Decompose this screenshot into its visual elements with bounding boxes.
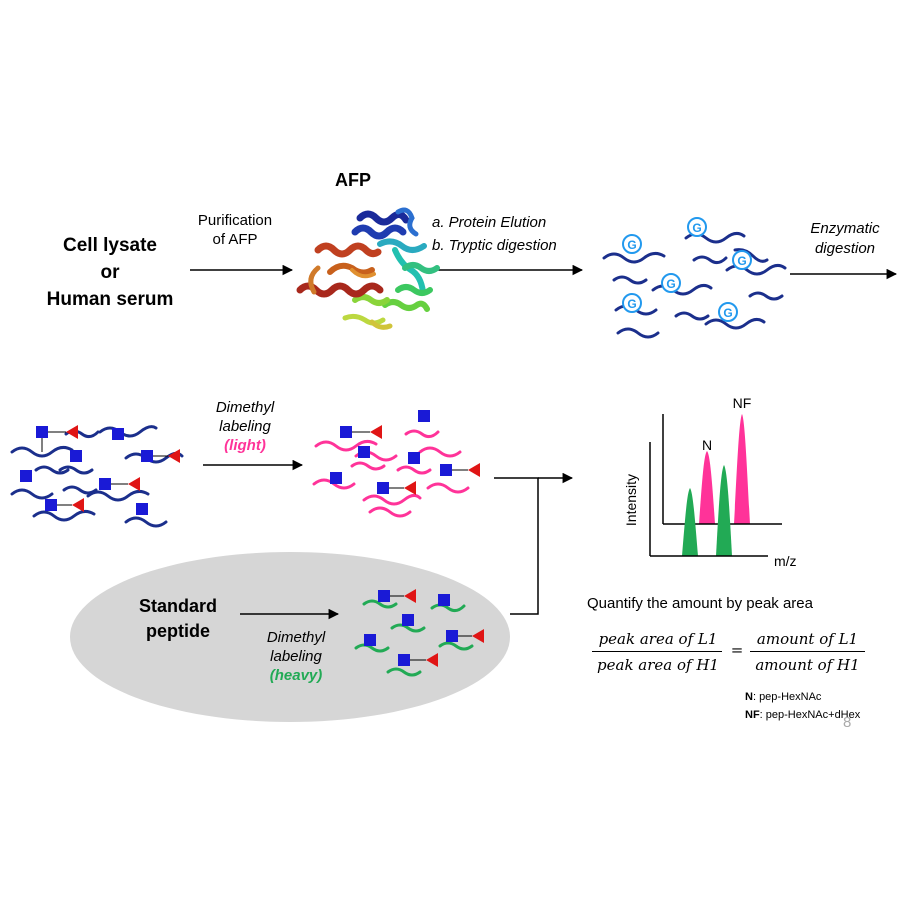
glycopeptides-light xyxy=(312,429,470,518)
purification-line1: Purification xyxy=(197,212,273,229)
equation-numerator-right: amount of L1 xyxy=(756,630,859,648)
quantify-title: Quantify the amount by peak area xyxy=(587,595,813,612)
legend-text-nf: : pep-HexNAc+dHex xyxy=(759,709,861,721)
glyco-markers: G G G G G G xyxy=(622,217,752,322)
peak-nf-light xyxy=(734,414,750,524)
peak-n-light xyxy=(699,451,715,524)
legend-row-n: N: pep-HexNAc xyxy=(745,688,860,706)
glyco-marker-icon: G xyxy=(732,250,752,270)
light-labeling-line1: Dimethyl xyxy=(215,399,275,416)
fraction-bar-left xyxy=(592,651,722,652)
sample-source-label: Cell lysate or Human serum xyxy=(30,232,190,313)
equation-numerator-left: peak area of L1 xyxy=(598,630,718,648)
heavy-labeling-line3: (heavy) xyxy=(269,667,323,684)
glyco-marker-icon: G xyxy=(687,217,707,237)
peak-nf-label: NF xyxy=(733,395,752,411)
light-labeling-label: Dimethyl labeling (light) xyxy=(185,398,305,455)
light-labeling-line3: (light) xyxy=(224,437,266,454)
purification-step-label: Purification of AFP xyxy=(180,211,290,249)
equation-denominator-left: peak area of H1 xyxy=(597,656,719,674)
glyco-marker-label: G xyxy=(737,254,746,268)
legend-key-n: N xyxy=(745,691,753,703)
light-labeling-line2: labeling xyxy=(219,418,271,435)
glyco-marker-label: G xyxy=(627,297,636,311)
standard-line2: peptide xyxy=(145,621,210,641)
legend-text-n: : pep-HexNAc xyxy=(752,691,822,703)
glyco-marker-label: G xyxy=(627,238,636,252)
glyco-marker-label: G xyxy=(723,306,732,320)
fraction-bar-right xyxy=(750,651,865,652)
afp-protein-structure xyxy=(296,207,440,330)
elution-line1: a. Protein Elution xyxy=(432,214,547,231)
legend-row-nf: NF: pep-HexNAc+dHex xyxy=(745,706,860,724)
glycans-heavy xyxy=(364,589,484,667)
afp-title: AFP xyxy=(335,170,371,190)
heavy-labeling-line1: Dimethyl xyxy=(266,629,326,646)
enzymatic-digestion-label: Enzymatic digestion xyxy=(790,219,900,259)
sample-source-line2: or xyxy=(100,262,120,283)
heavy-labeling-line2: labeling xyxy=(270,648,322,665)
peak-n-label: N xyxy=(702,437,712,453)
equation-denominator-right: amount of H1 xyxy=(755,656,860,674)
glyco-marker-icon: G xyxy=(718,302,738,322)
enzymatic-line2: digestion xyxy=(814,240,876,257)
enzymatic-line1: Enzymatic xyxy=(810,220,880,237)
legend-key-nf: NF xyxy=(745,709,760,721)
standard-peptide-label: Standard peptide xyxy=(118,594,238,644)
glyco-marker-icon: G xyxy=(622,293,642,313)
sample-source-line1: Cell lysate xyxy=(63,235,157,256)
glyco-marker-label: G xyxy=(666,277,675,291)
page-number: 8 xyxy=(843,714,852,731)
glycopeptides-unlabeled xyxy=(10,425,184,528)
purification-line2: of AFP xyxy=(212,231,258,248)
peak-nf-heavy xyxy=(716,465,732,556)
glycans-light xyxy=(330,410,480,495)
glyco-marker-icon: G xyxy=(661,273,681,293)
peak-legend: N: pep-HexNAc NF: pep-HexNAc+dHex xyxy=(745,688,860,724)
standard-peptide-background xyxy=(70,552,510,722)
heavy-labeling-label: Dimethyl labeling (heavy) xyxy=(248,628,344,685)
elution-line2: b. Tryptic digestion xyxy=(432,237,557,254)
elution-digestion-label: a. Protein Elution b. Tryptic digestion xyxy=(432,211,557,257)
standard-line1: Standard xyxy=(138,596,217,616)
mass-spectrum: N NF Intensity m/z xyxy=(623,395,797,569)
glycopeptides-heavy xyxy=(354,599,474,677)
glycans-unlabeled xyxy=(20,425,180,515)
equation-equals-sign: = xyxy=(730,641,744,659)
mz-axis-label: m/z xyxy=(774,553,797,569)
glyco-marker-label: G xyxy=(692,221,701,235)
glyco-marker-icon: G xyxy=(622,234,642,254)
sample-source-line3: Human serum xyxy=(46,289,174,310)
peak-n-heavy xyxy=(682,488,698,556)
merge-connector xyxy=(494,472,574,615)
intensity-axis-label: Intensity xyxy=(623,474,639,526)
